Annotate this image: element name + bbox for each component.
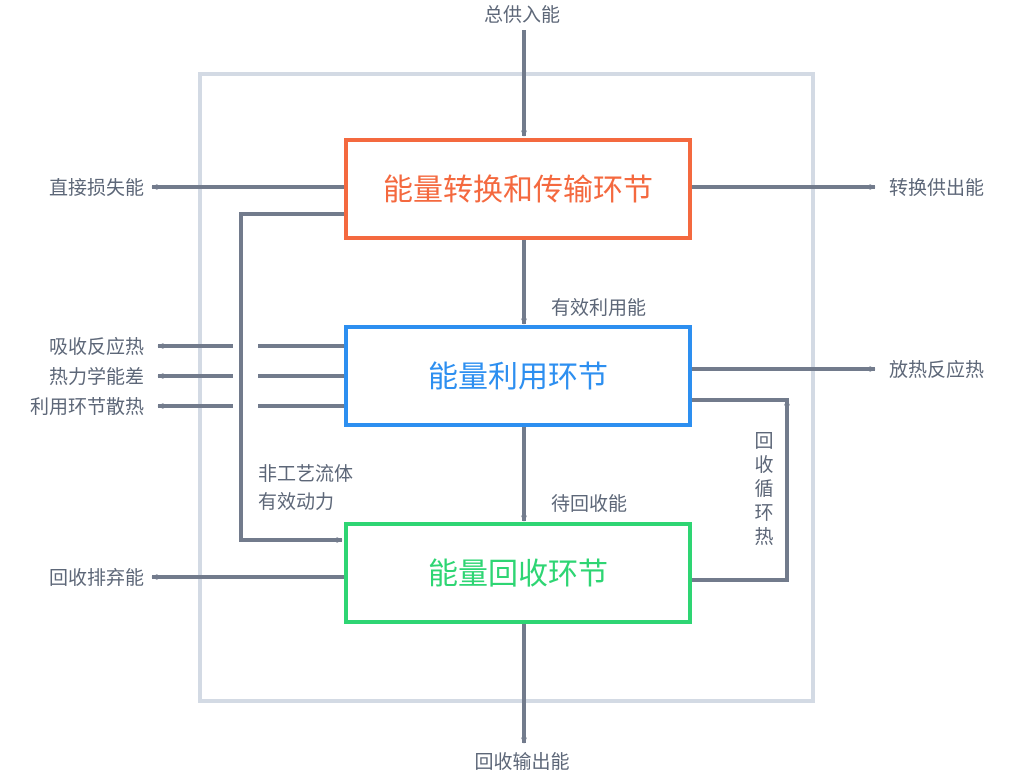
conversion-box-label: 能量转换和传输环节: [383, 173, 653, 208]
label-total-supply: 总供入能: [484, 4, 560, 26]
label-utilization-heat-dissipation: 利用环节散热: [30, 396, 144, 418]
arrow-non-process-fluid: [239, 212, 346, 543]
conversion-box: [344, 138, 692, 240]
recovery-box-label: 能量回收环节: [428, 557, 608, 592]
stage-utilization: 能量利用环节: [344, 325, 692, 427]
stage-recovery: 能量回收环节: [344, 522, 692, 624]
label-converted-supply-out: 转换供出能: [889, 177, 984, 199]
label-recycled-heat: 回收循环热: [754, 430, 773, 548]
label-thermodynamic-energy-diff: 热力学能差: [49, 366, 144, 388]
label-pending-recovery: 待回收能: [551, 493, 627, 515]
label-non-process-fluid-line1: 非工艺流体: [258, 463, 353, 485]
system-boundary: [198, 72, 815, 703]
label-released-reaction-heat: 放热反应热: [889, 359, 984, 381]
arrow-recycled-heat: [690, 398, 789, 582]
label-recovery-discharge: 回收排弃能: [49, 567, 144, 589]
label-recovery-output: 回收输出能: [474, 751, 569, 773]
flow-arrows: [151, 30, 876, 744]
stage-conversion: 能量转换和传输环节: [344, 138, 692, 240]
utilization-box-label: 能量利用环节: [428, 360, 608, 395]
label-effective-use: 有效利用能: [551, 297, 646, 319]
label-direct-loss: 直接损失能: [49, 177, 144, 199]
utilization-box: [344, 325, 692, 427]
flow-labels: 总供入能 直接损失能 转换供出能 有效利用能 吸收反应热 热力学能差 利用环节散…: [30, 4, 984, 773]
label-non-process-fluid-line2: 有效动力: [258, 491, 334, 513]
recovery-box: [344, 522, 692, 624]
label-absorbed-reaction-heat: 吸收反应热: [49, 336, 144, 358]
